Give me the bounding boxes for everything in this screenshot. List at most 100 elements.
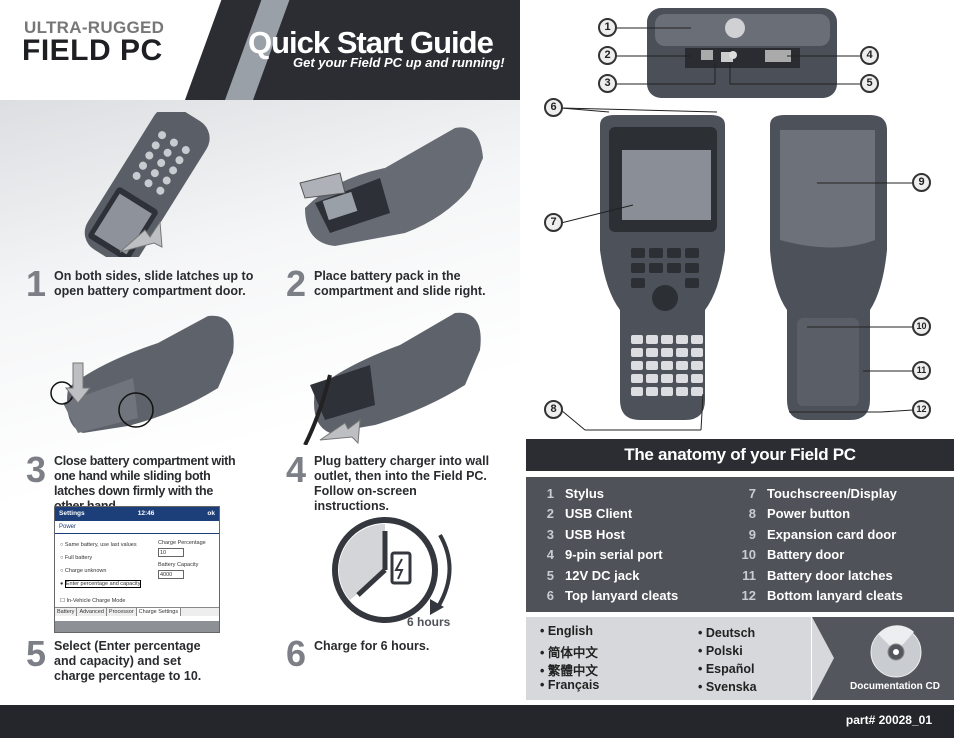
anatomy-item: 1 Stylus bbox=[536, 486, 604, 501]
anatomy-num: 4 bbox=[546, 547, 554, 562]
settings-menubar bbox=[55, 621, 219, 632]
anatomy-num: 10 bbox=[741, 547, 756, 562]
tab-charge-settings[interactable]: Charge Settings bbox=[136, 608, 182, 616]
languages-panel: • English • 简体中文 • 繁體中文 • Français • Deu… bbox=[526, 617, 811, 700]
language-item[interactable]: • 简体中文 bbox=[540, 646, 598, 660]
anatomy-item: 11 Battery door latches bbox=[738, 568, 893, 583]
tab-battery[interactable]: Battery bbox=[55, 608, 78, 616]
anatomy-num: 6 bbox=[546, 588, 554, 603]
cd-icon bbox=[870, 625, 922, 678]
anatomy-label: Bottom lanyard cleats bbox=[767, 588, 903, 603]
language-item[interactable]: • Español bbox=[698, 662, 755, 676]
option-label: Same battery, use last values bbox=[64, 542, 137, 548]
anatomy-item: 2 USB Client bbox=[536, 506, 632, 521]
anatomy-num: 8 bbox=[748, 506, 756, 521]
arrow-shape bbox=[812, 617, 834, 700]
charge-fields: Charge Percentage 10 Battery Capacity 40… bbox=[158, 539, 206, 579]
option-enter-percentage[interactable]: ● Enter percentage and capacity bbox=[60, 580, 142, 588]
device-anatomy-illustration bbox=[560, 8, 914, 431]
capacity-label: Battery Capacity bbox=[158, 562, 199, 568]
settings-tabs: Battery Advanced Processor Charge Settin… bbox=[55, 607, 219, 616]
capacity-input[interactable]: 4000 bbox=[158, 570, 184, 579]
step4-number: 4 bbox=[286, 449, 307, 490]
step3-device-illustration bbox=[50, 315, 234, 433]
step2-number: 2 bbox=[286, 263, 307, 304]
settings-titlebar: Settings 12:46 ok bbox=[55, 507, 219, 521]
callout-3: 3 bbox=[598, 74, 617, 93]
step2-device-illustration bbox=[299, 127, 483, 246]
step4-text: Plug battery charger into wall outlet, t… bbox=[314, 454, 490, 513]
language-item[interactable]: • English bbox=[540, 624, 593, 638]
language-item[interactable]: • Polski bbox=[698, 644, 743, 658]
ok-button[interactable]: ok bbox=[207, 510, 215, 517]
callout-1: 1 bbox=[598, 18, 617, 37]
callout-2: 2 bbox=[598, 46, 617, 65]
clock-label: 6 hours bbox=[407, 615, 451, 629]
anatomy-num: 2 bbox=[546, 506, 554, 521]
anatomy-num: 1 bbox=[546, 486, 554, 501]
settings-time: 12:46 bbox=[137, 510, 155, 517]
anatomy-label: Touchscreen/Display bbox=[767, 486, 897, 501]
anatomy-label: 9-pin serial port bbox=[565, 547, 663, 562]
anatomy-list: 1 Stylus 2 USB Client 3 USB Host 4 9-pin ser… bbox=[526, 477, 954, 612]
callout-12: 12 bbox=[912, 400, 931, 419]
callout-10: 10 bbox=[912, 317, 931, 336]
anatomy-label: Top lanyard cleats bbox=[565, 588, 679, 603]
language-item[interactable]: • 繁體中文 bbox=[540, 664, 598, 678]
callout-5: 5 bbox=[860, 74, 879, 93]
language-item[interactable]: • Deutsch bbox=[698, 626, 756, 640]
footer-bar bbox=[0, 705, 954, 738]
anatomy-item: 8 Power button bbox=[738, 506, 850, 521]
anatomy-label: USB Host bbox=[565, 527, 625, 542]
power-options: ○ Same battery, use last values ○ Full b… bbox=[60, 539, 142, 608]
anatomy-label: USB Client bbox=[565, 506, 633, 521]
charge-pct-input[interactable]: 10 bbox=[158, 548, 184, 557]
option-label: Enter percentage and capacity bbox=[64, 580, 142, 588]
step5-number: 5 bbox=[26, 633, 47, 674]
anatomy-item: 3 USB Host bbox=[536, 527, 625, 542]
language-item[interactable]: • Français bbox=[540, 678, 600, 692]
step3-number: 3 bbox=[26, 449, 47, 490]
callout-7: 7 bbox=[544, 213, 563, 232]
anatomy-label: 12V DC jack bbox=[565, 568, 640, 583]
settings-section: Power bbox=[55, 521, 219, 534]
option-same-battery[interactable]: ○ Same battery, use last values bbox=[60, 542, 137, 548]
header-banner: ULTRA-RUGGED FIELD PC Quick Start Guide … bbox=[0, 0, 520, 100]
option-label: Charge unknown bbox=[64, 568, 107, 574]
page-subtitle: Get your Field PC up and running! bbox=[293, 55, 505, 70]
step3-text: Close battery compartment with one hand … bbox=[54, 454, 236, 513]
step6-text: Charge for 6 hours. bbox=[314, 639, 430, 653]
callout-9: 9 bbox=[912, 173, 931, 192]
settings-title: Settings bbox=[59, 510, 85, 517]
option-label: Full battery bbox=[64, 555, 93, 561]
anatomy-label: Battery door latches bbox=[767, 568, 893, 583]
step5-text: Select (Enter percentage and capacity) a… bbox=[54, 639, 202, 683]
anatomy-label: Expansion card door bbox=[767, 527, 897, 542]
documentation-cd-label: Documentation CD bbox=[850, 681, 940, 692]
callout-11: 11 bbox=[912, 361, 931, 380]
anatomy-label: Battery door bbox=[767, 547, 845, 562]
brand-line1: ULTRA-RUGGED bbox=[24, 18, 165, 37]
tab-processor[interactable]: Processor bbox=[107, 608, 137, 616]
step4-device-illustration bbox=[303, 312, 481, 445]
anatomy-item: 10 Battery door bbox=[738, 547, 845, 562]
step1-number: 1 bbox=[26, 263, 47, 304]
anatomy-num: 3 bbox=[546, 527, 554, 542]
step1-device-illustration bbox=[84, 112, 210, 257]
tab-advanced[interactable]: Advanced bbox=[77, 608, 107, 616]
step2-text: Place battery pack in the compartment an… bbox=[314, 269, 486, 298]
checkbox-label: In-Vehicle Charge Mode bbox=[66, 598, 126, 604]
language-item[interactable]: • Svenska bbox=[698, 680, 757, 694]
page-title: Quick Start Guide bbox=[248, 25, 494, 60]
option-charge-unknown[interactable]: ○ Charge unknown bbox=[60, 568, 107, 574]
anatomy-item: 6 Top lanyard cleats bbox=[536, 588, 678, 603]
anatomy-label: Power button bbox=[767, 506, 851, 521]
in-vehicle-checkbox[interactable]: ☐ In-Vehicle Charge Mode bbox=[60, 598, 126, 604]
callout-4: 4 bbox=[860, 46, 879, 65]
anatomy-label: Stylus bbox=[565, 486, 605, 501]
anatomy-num: 11 bbox=[742, 568, 756, 583]
option-full-battery[interactable]: ○ Full battery bbox=[60, 555, 93, 561]
